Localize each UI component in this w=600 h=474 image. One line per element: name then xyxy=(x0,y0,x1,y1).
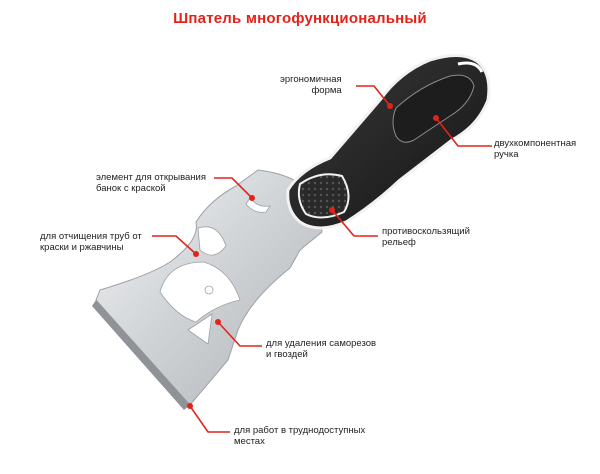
label-hard-reach: для работ в труднодоступных местах xyxy=(234,425,366,447)
label-can-opener: элемент для открывания банок с краской xyxy=(96,172,207,194)
callout-dots xyxy=(187,103,439,409)
label-screw-removal: для удаления саморезов и гвоздей xyxy=(266,338,377,360)
blade xyxy=(92,169,323,410)
label-ergonomic: эргономичная форма xyxy=(280,74,342,96)
page-title: Шпатель многофункциональный xyxy=(173,10,427,27)
label-anti-slip: противоскользящий рельеф xyxy=(382,226,470,248)
handle xyxy=(286,54,491,230)
label-two-component-handle: двухкомпонентная ручка xyxy=(494,138,577,160)
label-pipe-cleaning: для отчищения труб от краски и ржавчины xyxy=(40,231,142,253)
callout-lines xyxy=(152,85,492,433)
